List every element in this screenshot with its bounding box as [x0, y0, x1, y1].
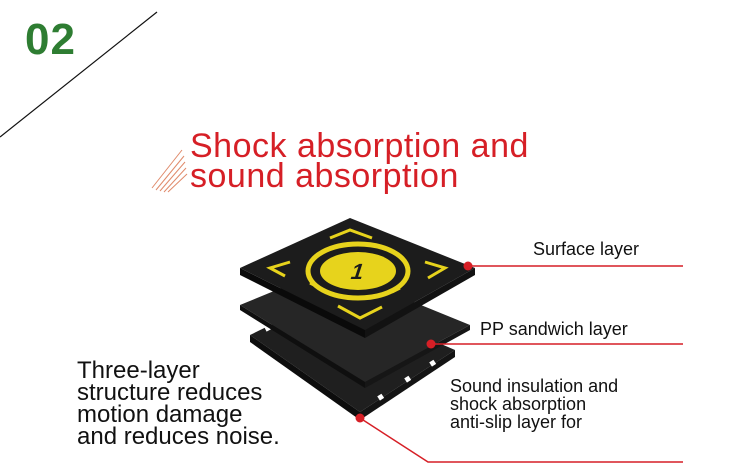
headline-line-1: Shock absorption and [190, 127, 529, 165]
label-pp-sandwich-layer: PP sandwich layer [480, 319, 628, 339]
description-line-1: Three-layer [77, 357, 200, 384]
callout-surface [463, 261, 683, 271]
headline: Shock absorption and sound absorption [190, 127, 529, 195]
label-sound-line-2: shock absorption [450, 394, 587, 414]
label-sound-line-3: anti-slip layer for [450, 412, 583, 432]
label-sound-insulation-layer: Sound insulation and shock absorption an… [450, 377, 618, 431]
description-line-2: structure reduces [77, 379, 263, 406]
hatch-decoration [151, 149, 188, 193]
description-line-4: and reduces noise. [77, 423, 280, 450]
label-sound-line-1: Sound insulation and [450, 376, 619, 396]
corner-divider-line [0, 11, 158, 138]
description-line-3: motion damage [77, 401, 243, 428]
callout-anti-slip [355, 413, 683, 463]
tile-number-circle [305, 241, 411, 301]
label-surface-layer: Surface layer [533, 239, 640, 259]
surface-tile: 1 [240, 218, 475, 338]
description: Three-layer structure reduces motion dam… [77, 357, 280, 450]
headline-line-2: sound absorption [190, 157, 459, 195]
callout-pp [426, 339, 683, 349]
section-number: 02 [25, 15, 76, 64]
